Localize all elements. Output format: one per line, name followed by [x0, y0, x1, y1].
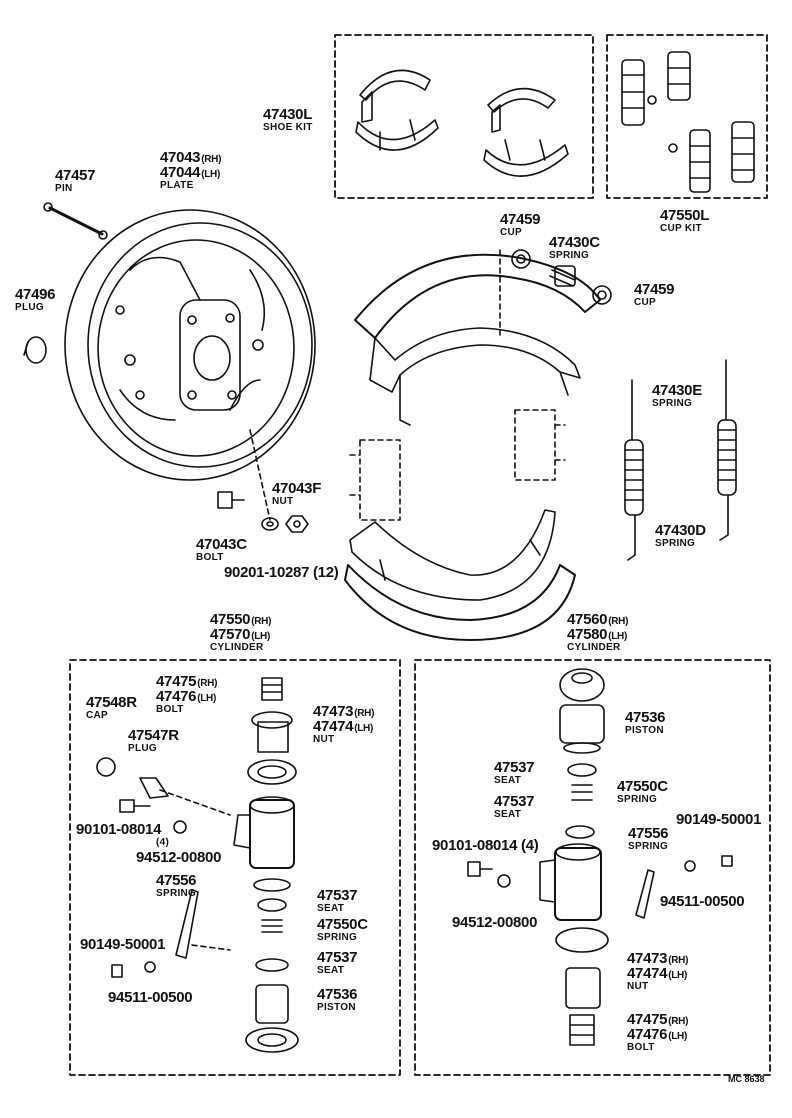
backing-plate — [64, 209, 316, 521]
shoe-kit-box — [334, 34, 594, 199]
plate-fasteners — [217, 491, 309, 533]
adjuster-spring-parts — [499, 249, 612, 336]
label-spring-47430d: 47430D SPRING — [655, 522, 706, 549]
label-cylinder-right: 47560(RH) 47580(LH) CYLINDER — [567, 611, 629, 653]
label-spring-47430e: 47430E SPRING — [652, 382, 702, 409]
label-cap-47548r: 47548R CAP — [86, 694, 137, 721]
plug-part — [23, 336, 47, 364]
label-spring-47556-left: 47556 SPRING — [156, 872, 197, 899]
label-bolt-47043c: 47043C BOLT — [196, 536, 247, 563]
label-bolt-90149-left: 90149-50001 — [80, 936, 166, 953]
label-bolt-right-bottom: 47475(RH) 47476(LH) BOLT — [627, 1011, 689, 1053]
left-cylinder-fittings — [96, 757, 231, 978]
label-plug-47496: 47496 PLUG — [15, 286, 56, 313]
shoe-kit-shoes — [355, 69, 569, 177]
label-bolt-left-top: 47475(RH) 47476(LH) BOLT — [156, 673, 218, 715]
cup-kit-parts — [621, 51, 755, 193]
label-piston-left: 47536 PISTON — [317, 986, 358, 1013]
label-cylinder-left: 47550(RH) 47570(LH) CYLINDER — [210, 611, 272, 653]
left-cylinder-box — [69, 659, 401, 1076]
label-bolt-90101-right: 90101-08014 (4) — [432, 837, 539, 854]
label-nut-left: 47473(RH) 47474(LH) NUT — [313, 703, 375, 745]
label-washer-90201: 90201-10287 (12) — [224, 564, 339, 581]
label-pin: 47457 PIN — [55, 167, 96, 194]
label-nut-47043f: 47043F NUT — [272, 480, 322, 507]
label-seat-left-top: 47537 SEAT — [317, 887, 358, 914]
left-cylinder-stack — [233, 677, 299, 1053]
label-plug-47547r: 47547R PLUG — [128, 727, 179, 754]
label-spring-47430c: 47430C SPRING — [549, 234, 600, 261]
label-washer-94511-left: 94511-00500 — [108, 989, 193, 1006]
label-nut-right: 47473(RH) 47474(LH) NUT — [627, 950, 689, 992]
upper-brake-shoe — [354, 253, 601, 426]
label-seat-left-bottom: 47537 SEAT — [317, 949, 358, 976]
label-washer-94512-left: 94512-00800 — [136, 849, 222, 866]
label-piston-right: 47536 PISTON — [625, 709, 666, 736]
cup-kit-box — [606, 34, 768, 199]
label-washer-94511-right: 94511-00500 — [660, 893, 745, 910]
label-bolt-90149-right: 90149-50001 — [676, 811, 762, 828]
label-bolt-90101-left: 90101-08014 (4) — [76, 821, 170, 848]
label-washer-94512-right: 94512-00800 — [452, 914, 538, 931]
right-cylinder-fittings — [467, 855, 733, 919]
label-spring-47550c-left: 47550C SPRING — [317, 916, 368, 943]
label-shoe-kit: 47430L SHOE KIT — [263, 106, 313, 133]
right-cylinder-stack — [539, 668, 609, 1046]
drawing-code: MC 8638 — [728, 1074, 765, 1084]
label-cup-top: 47459 CUP — [500, 211, 541, 238]
lower-brake-shoe — [344, 509, 576, 641]
pin-part — [43, 202, 108, 240]
label-cup-kit: 47550L CUP KIT — [660, 207, 710, 234]
right-cylinder-box — [414, 659, 771, 1076]
label-plate: 47043(RH) 47044(LH) PLATE — [160, 149, 222, 191]
label-cup-right: 47459 CUP — [634, 281, 675, 308]
return-spring-short — [624, 379, 644, 561]
label-spring-47556-right: 47556 SPRING — [628, 825, 669, 852]
wheel-cylinder-phantoms — [349, 409, 566, 521]
label-seat-right-bottom: 47537 SEAT — [494, 793, 535, 820]
label-seat-right-top: 47537 SEAT — [494, 759, 535, 786]
return-spring-long — [717, 359, 737, 541]
label-spring-47550c-right: 47550C SPRING — [617, 778, 668, 805]
